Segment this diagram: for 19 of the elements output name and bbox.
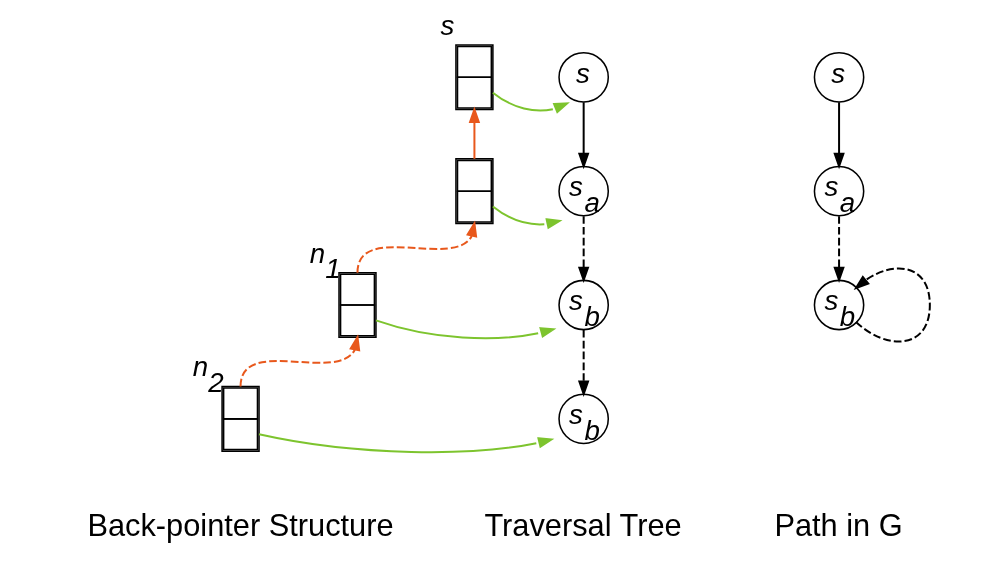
label: Path in G (774, 507, 903, 543)
arrow (239, 334, 361, 388)
arrow (468, 106, 481, 160)
arrow (853, 267, 931, 343)
node-label: s (440, 9, 455, 41)
arrow (577, 101, 590, 170)
arrow (491, 91, 570, 114)
arrow (577, 329, 590, 397)
node-circle: s (813, 51, 865, 103)
arrow (833, 215, 845, 284)
arrow (577, 215, 590, 284)
node-circle: s (558, 51, 610, 103)
label: Traversal Tree (484, 507, 682, 543)
arrow (258, 433, 555, 454)
label: Back-pointer Structure (87, 507, 394, 543)
arrow (374, 319, 557, 340)
arrow (491, 205, 563, 230)
arrow (833, 101, 845, 170)
arrow (356, 220, 478, 274)
